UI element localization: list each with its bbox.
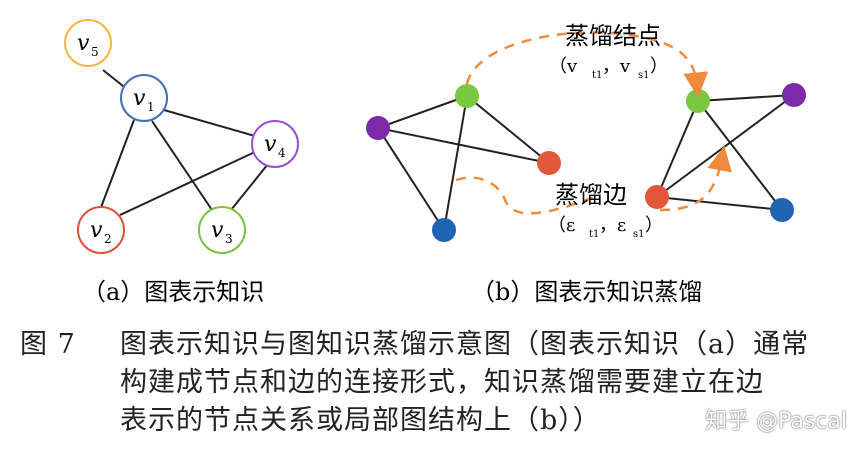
figure-caption: 图 7 图表示知识与图知识蒸馏示意图（图表示知识（a）通常 构建成节点和边的连接形… xyxy=(20,326,850,440)
left-purple-node xyxy=(366,116,390,140)
svg-text:s1: s1 xyxy=(638,70,650,81)
svg-text:v: v xyxy=(77,31,90,56)
caption-text-1: 图表示知识与图知识蒸馏示意图（图表示知识（a）通常 xyxy=(120,329,810,360)
edge-v1-v3 xyxy=(151,120,213,211)
caption-line-1: 图 7 图表示知识与图知识蒸馏示意图（图表示知识（a）通常 xyxy=(20,326,850,364)
svg-text:（v: （v xyxy=(549,56,578,77)
node-v1: v 1 xyxy=(120,74,168,122)
svg-text:v: v xyxy=(264,132,277,157)
distill-edge-pair: （ε t1 ，ε s1 ） xyxy=(548,215,663,240)
caption-line-3: 表示的节点关系或局部图结构上（b）） xyxy=(120,405,601,436)
node-v4: v 4 xyxy=(251,120,299,168)
right-purple-node xyxy=(782,83,806,107)
edge-v4-v3 xyxy=(230,163,269,211)
panel-a-edges xyxy=(99,69,269,216)
figure: v 5 v 1 v 4 v 2 v 3 （a）图表示知识 xyxy=(64,19,806,306)
panel-b-caption: （b）图表示知识蒸馏 xyxy=(471,278,702,306)
svg-text:t1: t1 xyxy=(589,229,599,240)
watermark: 知乎 @Pascal xyxy=(705,409,847,434)
distill-node-title: 蒸馏结点 xyxy=(565,22,661,50)
svg-text:v: v xyxy=(211,218,224,243)
svg-text:，ε: ，ε xyxy=(599,215,626,236)
node-v3: v 3 xyxy=(198,206,246,254)
svg-text:）: ） xyxy=(645,215,663,236)
svg-text:4: 4 xyxy=(278,146,286,160)
right-orange-node xyxy=(645,185,669,209)
edge-v1-v4 xyxy=(163,109,256,137)
svg-text:s1: s1 xyxy=(633,229,645,240)
distill-edge-arrow-right xyxy=(659,145,732,212)
edge-v4-v2 xyxy=(119,150,258,216)
distill-node-arrow xyxy=(465,31,709,98)
svg-text:，v: ，v xyxy=(602,56,631,77)
node-v2: v 2 xyxy=(77,206,125,254)
left-green-node xyxy=(455,84,479,108)
distill-edge-title: 蒸馏边 xyxy=(555,181,627,209)
distill-node-pair: （v t1 ，v s1 ） xyxy=(549,56,668,81)
svg-text:（ε: （ε xyxy=(548,215,575,236)
right-blue-node xyxy=(770,198,794,222)
panel-b-left-edges xyxy=(377,95,550,231)
svg-text:）: ） xyxy=(650,56,668,77)
svg-text:v: v xyxy=(133,86,146,111)
node-v5: v 5 xyxy=(64,19,112,67)
distill-edge-arrow-left xyxy=(455,176,601,215)
left-blue-node xyxy=(432,218,456,242)
edge-v1-v2 xyxy=(99,119,135,211)
panel-a-caption: （a）图表示知识 xyxy=(82,278,264,306)
svg-text:3: 3 xyxy=(225,232,233,246)
svg-text:5: 5 xyxy=(91,45,99,59)
caption-line-2: 构建成节点和边的连接形式，知识蒸馏需要建立在边 xyxy=(120,367,764,398)
left-orange-node xyxy=(537,151,561,175)
right-green-node xyxy=(686,89,710,113)
figure-number: 图 7 xyxy=(20,329,76,360)
svg-text:2: 2 xyxy=(104,232,112,246)
panel-b-right-edges xyxy=(656,94,795,211)
svg-text:t1: t1 xyxy=(592,70,602,81)
svg-text:v: v xyxy=(90,218,103,243)
svg-text:1: 1 xyxy=(147,100,155,114)
